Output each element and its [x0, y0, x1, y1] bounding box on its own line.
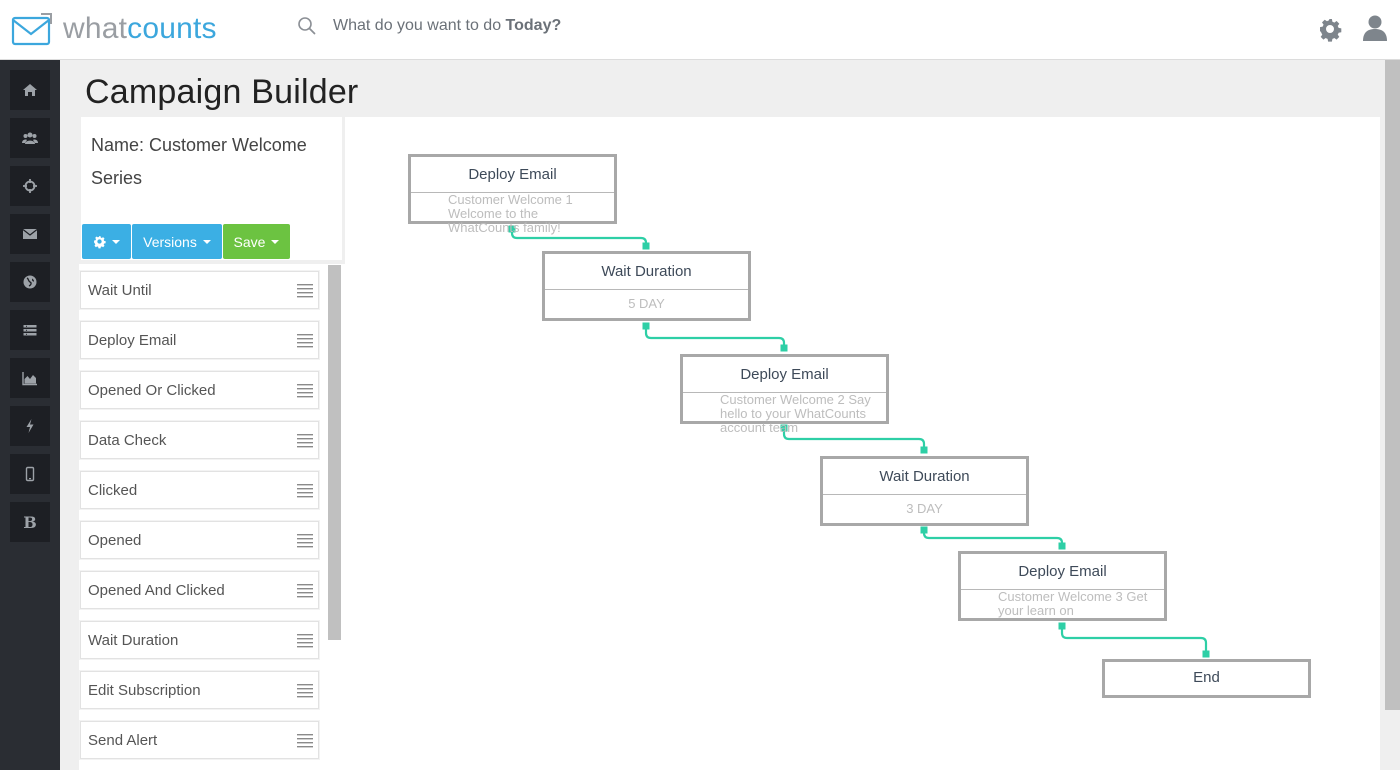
step-item-clicked[interactable]: Clicked: [80, 471, 319, 509]
node-title: End: [1193, 669, 1220, 686]
chevron-down-icon: [271, 239, 280, 244]
chevron-down-icon: [112, 239, 120, 244]
logo[interactable]: whatcounts: [11, 12, 217, 46]
step-label: Opened And Clicked: [88, 582, 225, 599]
step-label: Edit Subscription: [88, 682, 201, 699]
home-icon: [23, 84, 37, 96]
search-bar[interactable]: What do you want to do Today?: [297, 16, 561, 36]
step-item-wait-until[interactable]: Wait Until: [80, 271, 319, 309]
workflow-node-wait-duration[interactable]: Wait Duration 3 DAY: [820, 456, 1029, 526]
drag-handle-icon[interactable]: [297, 332, 313, 348]
search-icon: [298, 17, 316, 35]
user-avatar-icon[interactable]: [1362, 14, 1388, 42]
envelope-icon: [22, 229, 38, 239]
step-item-opened[interactable]: Opened: [80, 521, 319, 559]
logo-text: whatcounts: [63, 14, 217, 44]
step-item-deploy-email[interactable]: Deploy Email: [80, 321, 319, 359]
area-chart-icon: [22, 372, 37, 386]
search-prompt-emphasis: Today?: [505, 17, 562, 34]
step-label: Opened: [88, 532, 142, 549]
node-detail: Customer Welcome 1 Welcome to the WhatCo…: [448, 192, 573, 235]
workflow-node-deploy-email[interactable]: Deploy Email Customer Welcome 1 Welcome …: [408, 154, 617, 235]
globe-icon: [23, 275, 37, 289]
nav-web[interactable]: [10, 262, 50, 302]
bold-b-icon: B: [23, 512, 37, 532]
save-label: Save: [233, 233, 266, 250]
step-item-opened-and-clicked[interactable]: Opened And Clicked: [80, 571, 319, 609]
node-detail: Customer Welcome 2 Say hello to your Wha…: [720, 392, 871, 435]
top-bar: whatcounts What do you want to do Today?: [0, 0, 1400, 60]
search-prompt: What do you want to do: [333, 17, 506, 34]
drag-handle-icon[interactable]: [297, 682, 313, 698]
drag-handle-icon[interactable]: [297, 532, 313, 548]
nav-automation[interactable]: [10, 406, 50, 446]
save-dropdown-button[interactable]: Save: [223, 224, 290, 259]
workflow-node-deploy-email[interactable]: Deploy Email Customer Welcome 3 Get your…: [958, 551, 1167, 621]
bolt-icon: [26, 419, 34, 433]
page-title: Campaign Builder: [85, 73, 359, 111]
step-item-data-check[interactable]: Data Check: [80, 421, 319, 459]
step-item-wait-duration[interactable]: Wait Duration: [80, 621, 319, 659]
node-title: Deploy Email: [683, 357, 886, 393]
step-label: Clicked: [88, 482, 138, 499]
node-title: Deploy Email: [961, 554, 1164, 590]
page-scrollbar[interactable]: [1385, 60, 1400, 710]
crosshair-icon: [23, 179, 37, 193]
drag-handle-icon[interactable]: [297, 732, 313, 748]
versions-label: Versions: [143, 233, 197, 250]
logo-text-what: what: [63, 12, 128, 45]
settings-dropdown-button[interactable]: [82, 224, 131, 259]
drag-handle-icon[interactable]: [297, 382, 313, 398]
step-label: Send Alert: [88, 732, 158, 749]
step-list-scrollbar[interactable]: [328, 265, 341, 640]
campaign-name: Name: Customer Welcome Series: [91, 135, 307, 188]
drag-handle-icon[interactable]: [297, 282, 313, 298]
node-title: Wait Duration: [545, 254, 748, 290]
node-detail: Customer Welcome 3 Get your learn on: [998, 589, 1148, 618]
drag-handle-icon[interactable]: [297, 482, 313, 498]
nav-lists[interactable]: [10, 310, 50, 350]
step-label: Wait Duration: [88, 632, 179, 649]
step-label: Wait Until: [88, 282, 152, 299]
drag-handle-icon[interactable]: [297, 582, 313, 598]
nav-targeting[interactable]: [10, 166, 50, 206]
drag-handle-icon[interactable]: [297, 632, 313, 648]
workflow-node-end[interactable]: End: [1102, 659, 1311, 698]
node-title: Deploy Email: [411, 157, 614, 193]
gear-icon: [94, 236, 106, 249]
step-item-send-alert[interactable]: Send Alert: [80, 721, 319, 759]
nav-messages[interactable]: [10, 214, 50, 254]
users-icon: [22, 132, 38, 144]
step-item-edit-subscription[interactable]: Edit Subscription: [80, 671, 319, 709]
nav-home[interactable]: [10, 70, 50, 110]
mobile-icon: [25, 466, 35, 482]
nav-builder[interactable]: B: [10, 502, 50, 542]
node-detail: 5 DAY: [628, 296, 665, 311]
step-label: Data Check: [88, 432, 167, 449]
chevron-down-icon: [202, 239, 211, 244]
workflow-node-wait-duration[interactable]: Wait Duration 5 DAY: [542, 251, 751, 321]
node-title: Wait Duration: [823, 459, 1026, 495]
envelope-logo-icon: [11, 13, 52, 46]
left-nav: B: [0, 60, 60, 770]
workflow-node-deploy-email[interactable]: Deploy Email Customer Welcome 2 Say hell…: [680, 354, 889, 435]
nav-mobile[interactable]: [10, 454, 50, 494]
step-palette: Wait Until Deploy Email Opened Or Clicke…: [79, 264, 345, 770]
step-label: Deploy Email: [88, 332, 177, 349]
drag-handle-icon[interactable]: [297, 432, 313, 448]
search-input[interactable]: What do you want to do Today?: [333, 17, 561, 35]
list-icon: [23, 325, 37, 336]
versions-dropdown-button[interactable]: Versions: [132, 224, 222, 259]
step-item-opened-or-clicked[interactable]: Opened Or Clicked: [80, 371, 319, 409]
nav-users[interactable]: [10, 118, 50, 158]
node-detail: 3 DAY: [906, 501, 943, 516]
gear-icon[interactable]: [1318, 17, 1342, 42]
nav-reports[interactable]: [10, 358, 50, 398]
logo-text-counts: counts: [127, 12, 217, 45]
step-label: Opened Or Clicked: [88, 382, 216, 399]
